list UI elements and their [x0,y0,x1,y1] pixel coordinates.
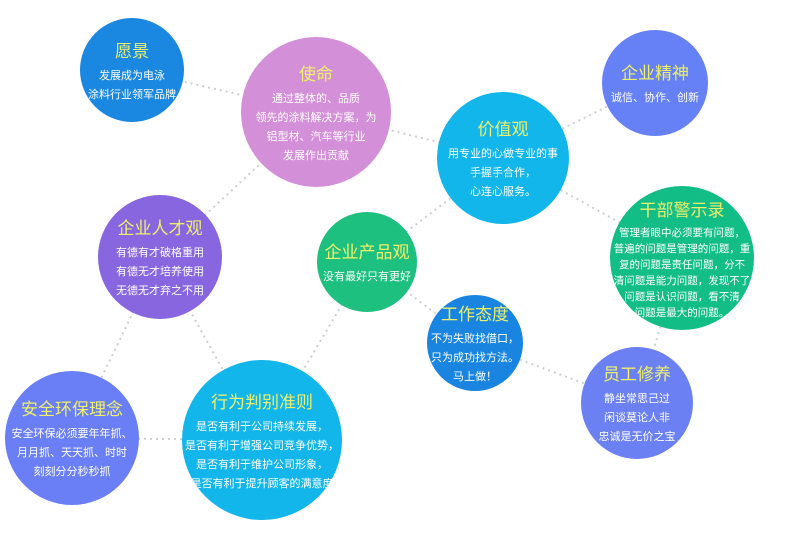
node-attitude: 工作态度 不为失败找借口， 只为成功找方法。 马上做！ [427,295,523,391]
node-title: 企业产品观 [324,243,410,263]
node-line: 领先的涂料解决方案，为 [255,110,377,124]
node-title: 企业精神 [621,64,689,84]
node-line: 诚信、协作、创新 [611,91,699,104]
node-line: 涂料行业领军品牌 [88,87,176,101]
node-title: 价值观 [477,120,529,140]
node-line: 是否有利于增强公司竞争优势， [185,438,339,452]
node-title: 行为判别准则 [211,392,313,413]
connector [261,261,368,441]
connector [502,157,683,258]
node-line: 心连心服务。 [470,185,536,198]
node-line: 管理者眼中必须要有问题， [619,226,745,239]
node-title: 愿景 [115,41,149,62]
node-title: 安全环保理念 [21,400,123,420]
node-line: 安全环保必须要年年抓、 [11,427,133,440]
connector [366,261,476,344]
node-line: 静坐常思己过 [604,392,670,405]
node-line: 问题是认识问题，看不清 [624,290,740,303]
node-safety: 安全环保理念 安全环保必须要年年抓、 月月抓、天天抓、时时 刻刻分分秒秒抓 [5,371,139,505]
node-line: 通过整体的、品质 [272,91,360,105]
node-line: 铝型材、汽车等行业 [266,129,366,143]
node-line: 无德无才弃之不用 [116,284,204,297]
node-line: 问题是最大的问题。 [634,306,730,319]
node-product: 企业产品观 没有最好只有更好 [317,212,417,312]
node-title: 使命 [299,64,333,85]
node-warning: 干部警示录 管理者眼中必须要有问题， 普遍的问题是管理的问题，重 复的问题是责任… [610,186,754,330]
node-title: 员工修养 [603,365,671,385]
node-line: 忠诚是无价之宝 [598,430,676,443]
node-line: 有德有才破格重用 [116,246,204,259]
node-line: 是否有利于公司持续发展， [196,419,328,433]
node-line: 是否有利于维护公司形象， [196,457,328,471]
node-talent: 企业人才观 有德有才破格重用 有德无才培养使用 无德无才弃之不用 [98,195,222,319]
node-title: 工作态度 [441,305,509,325]
node-vision: 愿景 发展成为电泳 涂料行业领军品牌 [80,18,184,122]
node-line: 只为成功找方法。 [431,351,519,364]
node-values: 价值观 用专业的心做专业的事 手握手合作， 心连心服务。 [437,92,569,224]
node-line: 复的问题是责任问题，分不 [619,258,745,271]
node-line: 不为失败找借口， [431,332,519,345]
node-line: 用专业的心做专业的事 [448,147,558,160]
node-line: 闲谈莫论人非 [604,411,670,424]
node-spirit: 企业精神 诚信、协作、创新 [602,30,708,136]
node-title: 企业人才观 [117,219,203,239]
node-line: 是否有利于提升顾客的满意度 [190,476,334,490]
connector [315,111,504,159]
node-line: 普遍的问题是管理的问题，重 [613,242,751,255]
node-line: 清问题是能力问题，发现不了 [613,274,751,287]
connector [502,82,656,159]
node-mission: 使命 通过整体的、品质 领先的涂料解决方案，为 铝型材、汽车等行业 发展作出贡献 [241,37,391,187]
node-title: 干部警示录 [639,200,725,221]
node-line: 刻刻分分秒秒抓 [33,465,111,478]
node-line: 马上做！ [453,370,497,383]
node-line: 发展作出贡献 [283,148,349,162]
node-line: 发展成为电泳 [99,68,165,82]
node-cultivation: 员工修养 静坐常思己过 闲谈莫论人非 忠诚是无价之宝 [581,347,693,459]
node-line: 月月抓、天天抓、时时 [17,446,127,459]
node-conduct: 行为判别准则 是否有利于公司持续发展， 是否有利于增强公司竞争优势， 是否有利于… [182,360,342,520]
node-line: 没有最好只有更好 [323,270,411,283]
node-line: 手握手合作， [470,166,536,179]
node-line: 有德无才培养使用 [116,265,204,278]
connector [366,157,504,263]
